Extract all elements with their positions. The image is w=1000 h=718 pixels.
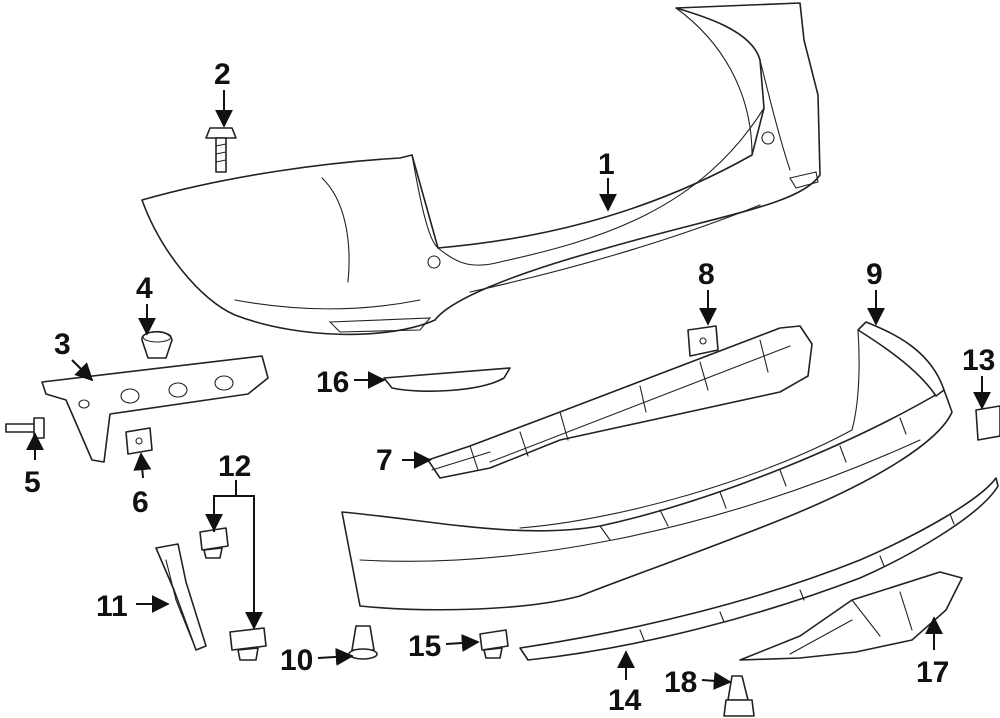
trim-clip-icon bbox=[479, 629, 509, 659]
callout-2: 2 bbox=[214, 58, 231, 91]
callout-3: 3 bbox=[54, 328, 71, 361]
callout-6: 6 bbox=[132, 486, 149, 519]
bolt-icon bbox=[205, 127, 237, 173]
callout-14: 14 bbox=[608, 684, 642, 717]
clip-icon bbox=[125, 427, 153, 455]
absorber-pad bbox=[687, 325, 719, 357]
skid-plate bbox=[739, 571, 963, 661]
retainer-nut-upper-icon bbox=[199, 527, 229, 559]
screw-icon bbox=[5, 417, 45, 439]
bumper-cover-upper bbox=[141, 2, 821, 336]
callout-10: 10 bbox=[280, 644, 313, 677]
callout-17: 17 bbox=[916, 656, 949, 689]
callout-8: 8 bbox=[698, 258, 715, 291]
bumper-cover-lower bbox=[341, 321, 953, 611]
rivet-icon bbox=[723, 675, 755, 717]
lower-trim-strip bbox=[519, 477, 999, 661]
callout-18: 18 bbox=[664, 666, 697, 699]
leader-lines bbox=[26, 90, 991, 690]
callout-13: 13 bbox=[962, 344, 995, 377]
side-bracket bbox=[41, 355, 269, 463]
callout-7: 7 bbox=[376, 444, 393, 477]
energy-absorber bbox=[427, 325, 813, 479]
side-retainer bbox=[155, 543, 207, 651]
callout-15: 15 bbox=[408, 630, 441, 663]
callout-5: 5 bbox=[24, 466, 41, 499]
callout-9: 9 bbox=[866, 258, 883, 291]
callout-4: 4 bbox=[136, 272, 153, 305]
callout-16: 16 bbox=[316, 366, 349, 399]
callout-12: 12 bbox=[218, 450, 251, 483]
reflector bbox=[975, 405, 1000, 441]
retainer-nut-lower-icon bbox=[229, 627, 267, 661]
push-pin-icon bbox=[348, 625, 378, 660]
callout-1: 1 bbox=[598, 148, 615, 181]
lamp-bezel bbox=[383, 367, 511, 392]
callout-labels: 1 2 3 4 5 6 7 8 9 10 11 12 13 14 15 16 1… bbox=[24, 58, 995, 717]
push-nut-icon bbox=[141, 330, 173, 359]
callout-11: 11 bbox=[96, 590, 128, 623]
